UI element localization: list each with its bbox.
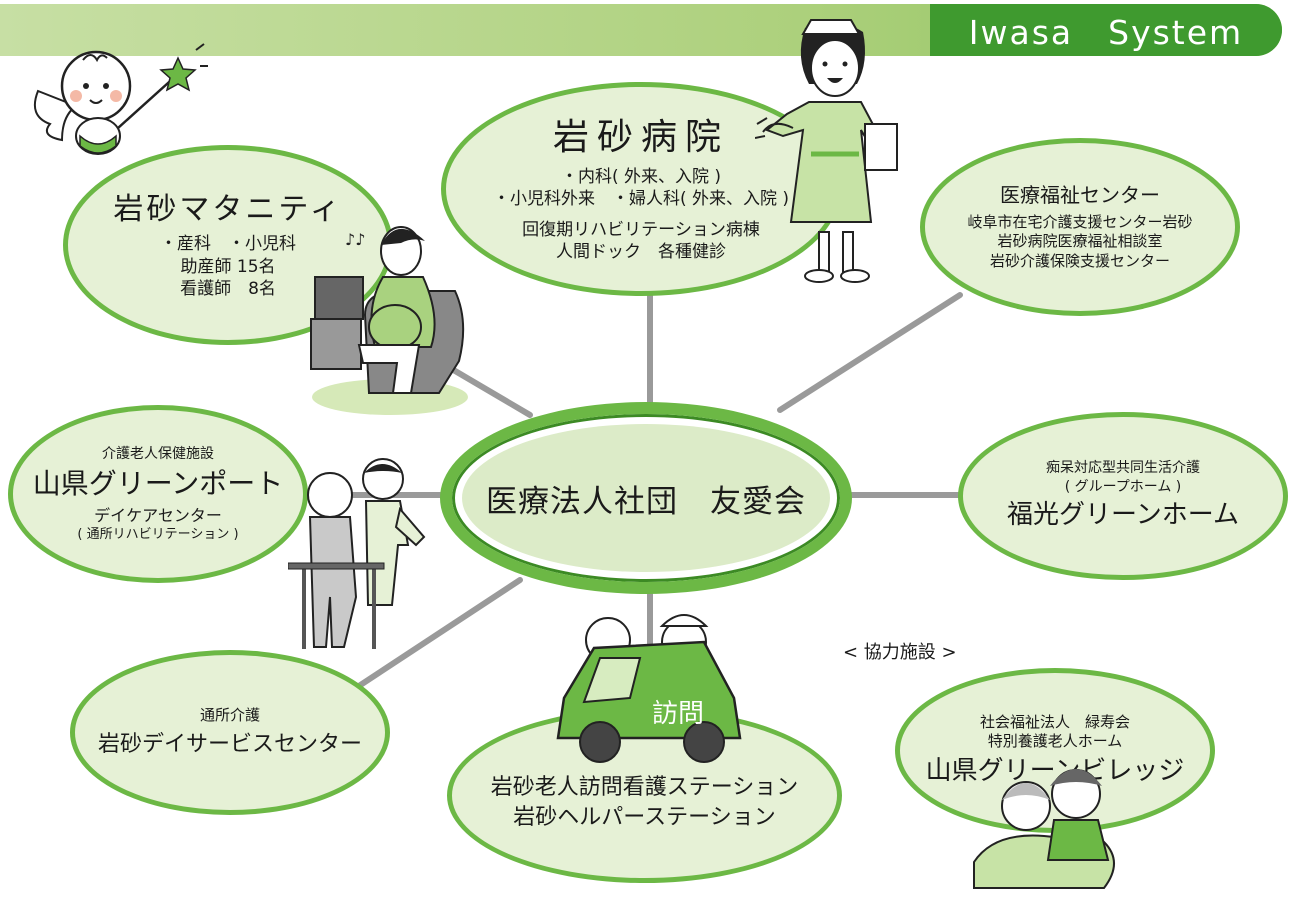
visiting-line-1: 岩砂老人訪問看護ステーション (490, 775, 799, 801)
nurse-illustration (755, 19, 898, 283)
node-hospital[interactable]: 岩砂病院 ・内科( 外来、入院 ) ・小児科外来 ・婦人科( 外来、入院 ) 回… (441, 82, 841, 296)
hospital-title: 岩砂病院 (552, 117, 729, 159)
village-pre-2: 特別養護老人ホーム (987, 732, 1123, 751)
node-dayservice[interactable]: 通所介護 岩砂デイサービスセンター (70, 650, 390, 815)
hospital-line-4: 人間ドック 各種健診 (556, 242, 726, 263)
car-sign: 訪問 (652, 699, 704, 729)
hospital-line-2: ・小児科外来 ・婦人科( 外来、入院 ) (492, 189, 790, 210)
connector-maternity (442, 362, 533, 418)
svg-text:♪♪: ♪♪ (345, 230, 365, 249)
dayservice-pre: 通所介護 (199, 706, 260, 725)
welfare-line-3: 岩砂介護保険支援センター (989, 252, 1170, 271)
connector-dayservice (327, 577, 523, 708)
elderly-couple-illustration (973, 769, 1115, 889)
node-welfare-center[interactable]: 医療福祉センター 岐阜市在宅介護支援センター岩砂 岩砂病院医療福祉相談室 岩砂介… (920, 138, 1240, 316)
maternity-line-3: 看護師 8名 (180, 279, 276, 300)
welfare-line-2: 岩砂病院医療福祉相談室 (997, 232, 1163, 251)
hospital-line-3: 回復期リハビリテーション病棟 (522, 219, 760, 240)
pregnant-woman-illustration: ♪♪ (310, 226, 468, 415)
brand-label: Iwasa System (930, 4, 1282, 56)
grouphome-title: 福光グリーンホーム (1007, 500, 1239, 531)
node-grouphome[interactable]: 痴呆対応型共同生活介護 ( グループホーム ) 福光グリーンホーム (958, 412, 1288, 580)
welfare-title: 医療福祉センター (1000, 183, 1160, 208)
node-greenport[interactable]: 介護老人保健施設 山県グリーンポート デイケアセンター ( 通所リハビリテーショ… (8, 405, 308, 583)
maternity-line-2: 助産師 15名 (180, 256, 276, 277)
dayservice-title: 岩砂デイサービスセンター (97, 731, 362, 757)
hospital-line-1: ・内科( 外来、入院 ) (560, 166, 722, 187)
visiting-car-illustration: 訪問 (556, 614, 742, 763)
grouphome-sub: ( グループホーム ) (1064, 478, 1182, 495)
angel-illustration (34, 43, 208, 155)
center-label: 医療法人社団 友愛会 (486, 483, 806, 520)
greenport-line-1: デイケアセンター (94, 505, 222, 525)
visiting-line-2: 岩砂ヘルパーステーション (513, 804, 776, 830)
welfare-line-1: 岐阜市在宅介護支援センター岩砂 (967, 212, 1193, 231)
maternity-title: 岩砂マタニティ (113, 191, 343, 227)
greenport-pre: 介護老人保健施設 (102, 446, 214, 463)
grouphome-pre: 痴呆対応型共同生活介護 (1046, 460, 1200, 477)
village-pre-1: 社会福祉法人 緑寿会 (979, 712, 1130, 731)
cooperation-label: < 協力施設 > (843, 642, 957, 663)
connector-welfare (777, 292, 963, 413)
greenport-title: 山県グリーンポート (32, 466, 284, 500)
greenport-line-2: ( 通所リハビリテーション ) (77, 526, 239, 542)
maternity-line-1: ・産科 ・小児科 (160, 234, 296, 255)
elderly-walker-illustration (288, 458, 426, 649)
center-node[interactable]: 医療法人社団 友愛会 (440, 402, 852, 594)
